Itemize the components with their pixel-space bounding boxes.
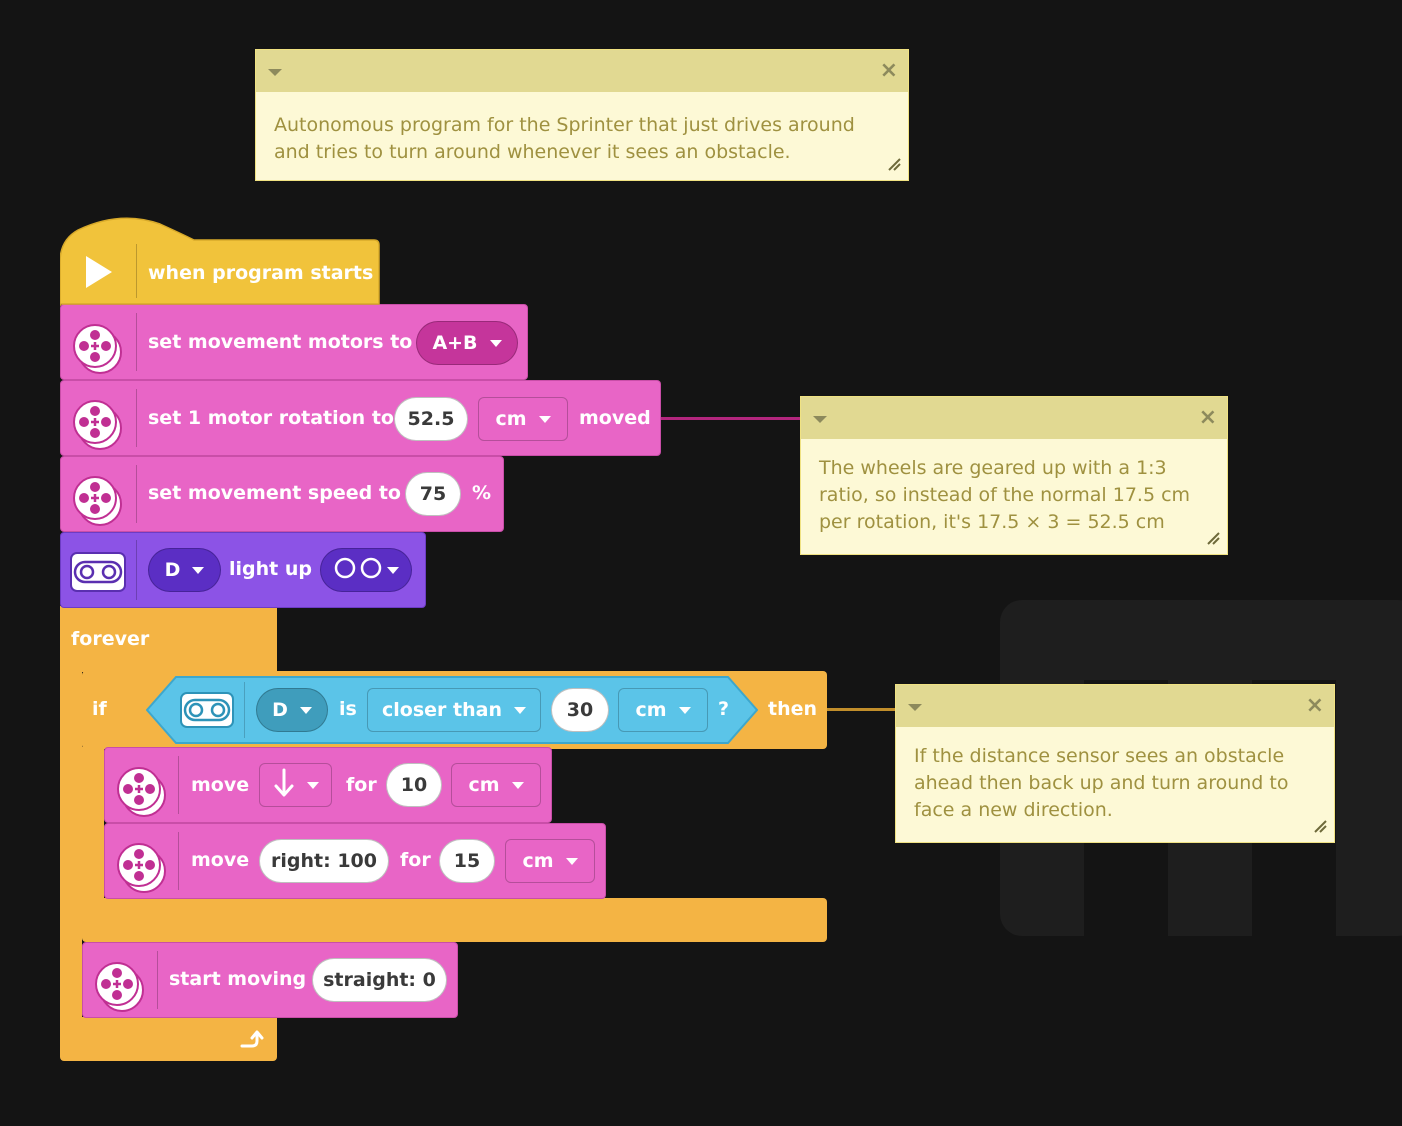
close-icon[interactable]: × [1305, 693, 1324, 718]
percent-label: % [472, 482, 492, 504]
note-text[interactable]: If the distance sensor sees an obstacle … [914, 745, 1289, 821]
move-distance-input[interactable]: 10 [386, 763, 442, 807]
forever-block[interactable] [60, 606, 277, 672]
separator [244, 682, 245, 738]
steering-input[interactable]: right: 100 [259, 839, 389, 883]
distance-value-input[interactable]: 30 [551, 688, 609, 732]
chevron-down-icon [678, 706, 691, 714]
question-mark-label: ? [718, 698, 730, 720]
close-icon[interactable]: × [1198, 405, 1217, 430]
resize-icon[interactable] [1205, 530, 1221, 550]
distance-sensor-icon [180, 692, 234, 732]
light-port-dropdown[interactable]: D [148, 548, 221, 592]
motor-icon [114, 764, 168, 822]
forever-label: forever [71, 628, 150, 650]
note-header[interactable]: × [896, 685, 1334, 727]
chevron-down-icon [513, 706, 526, 714]
separator [136, 465, 137, 523]
note-connector [826, 708, 898, 711]
collapse-icon[interactable] [908, 704, 922, 711]
note-header[interactable]: × [801, 397, 1227, 439]
direction-dropdown[interactable] [259, 763, 332, 807]
sensor-unit-dropdown[interactable]: cm [618, 688, 708, 732]
motors-dropdown[interactable]: A+B [416, 321, 518, 365]
move-label: move [191, 774, 250, 796]
note-text[interactable]: The wheels are geared up with a 1:3 rati… [819, 457, 1191, 533]
move-distance-input[interactable]: 15 [439, 839, 495, 883]
separator [178, 756, 179, 814]
arrow-down-icon [273, 768, 295, 803]
rotation-unit-dropdown[interactable]: cm [478, 397, 568, 441]
forever-bottom [60, 1017, 277, 1061]
play-icon [84, 254, 114, 294]
collapse-icon[interactable] [268, 69, 282, 76]
collapse-icon[interactable] [813, 416, 827, 423]
set-rotation-label: set 1 motor rotation to [148, 407, 394, 429]
chevron-down-icon [192, 566, 205, 574]
resize-icon[interactable] [886, 156, 902, 176]
motor-icon [70, 321, 124, 379]
motor-icon [70, 397, 124, 455]
chevron-down-icon [538, 415, 551, 423]
comment-note[interactable]: × If the distance sensor sees an obstacl… [895, 684, 1335, 843]
chevron-down-icon [489, 339, 502, 347]
for-label: for [400, 849, 431, 871]
set-motors-label: set movement motors to [148, 331, 413, 353]
when-program-starts-block[interactable] [59, 216, 380, 310]
start-moving-label: start moving [169, 968, 307, 990]
distance-sensor-icon [70, 552, 126, 596]
motor-icon [114, 840, 168, 898]
note-header[interactable]: × [256, 50, 908, 92]
loop-arrow-icon [236, 1026, 264, 1058]
chevron-down-icon [299, 706, 312, 714]
if-label: if [92, 698, 107, 720]
comment-note[interactable]: × The wheels are geared up with a 1:3 ra… [800, 396, 1228, 555]
move-label: move [191, 849, 250, 871]
start-label: when program starts [148, 262, 374, 284]
if-bottom [82, 898, 827, 942]
chevron-down-icon [306, 781, 319, 789]
move-unit-dropdown[interactable]: cm [451, 763, 541, 807]
note-text[interactable]: Autonomous program for the Sprinter that… [274, 114, 855, 163]
close-icon[interactable]: × [879, 58, 898, 83]
rotation-input[interactable]: 52.5 [394, 397, 468, 441]
comparison-dropdown[interactable]: closer than [367, 688, 541, 732]
separator [136, 313, 137, 371]
set-speed-label: set movement speed to [148, 482, 401, 504]
chevron-down-icon [565, 857, 578, 865]
moved-label: moved [579, 407, 651, 429]
chevron-down-icon [387, 566, 399, 574]
sensor-port-dropdown[interactable]: D [256, 688, 328, 732]
move-unit-dropdown[interactable]: cm [505, 839, 595, 883]
chevron-down-icon [511, 781, 524, 789]
separator [136, 389, 137, 447]
separator [136, 244, 137, 298]
light-pattern-dropdown[interactable] [320, 548, 412, 592]
sensor-is-label: is [339, 698, 357, 720]
separator [178, 832, 179, 890]
eyes-icon [333, 556, 383, 585]
steering-input[interactable]: straight: 0 [312, 958, 447, 1002]
separator [136, 540, 137, 600]
then-label: then [768, 698, 818, 720]
motor-icon [70, 473, 124, 531]
comment-note[interactable]: × Autonomous program for the Sprinter th… [255, 49, 909, 181]
forever-arm [60, 670, 82, 1030]
motor-icon [92, 959, 146, 1017]
resize-icon[interactable] [1312, 818, 1328, 838]
for-label: for [346, 774, 377, 796]
light-up-label: light up [229, 558, 312, 580]
if-arm [82, 747, 104, 907]
note-connector [660, 417, 802, 420]
speed-input[interactable]: 75 [405, 472, 461, 516]
separator [157, 951, 158, 1009]
